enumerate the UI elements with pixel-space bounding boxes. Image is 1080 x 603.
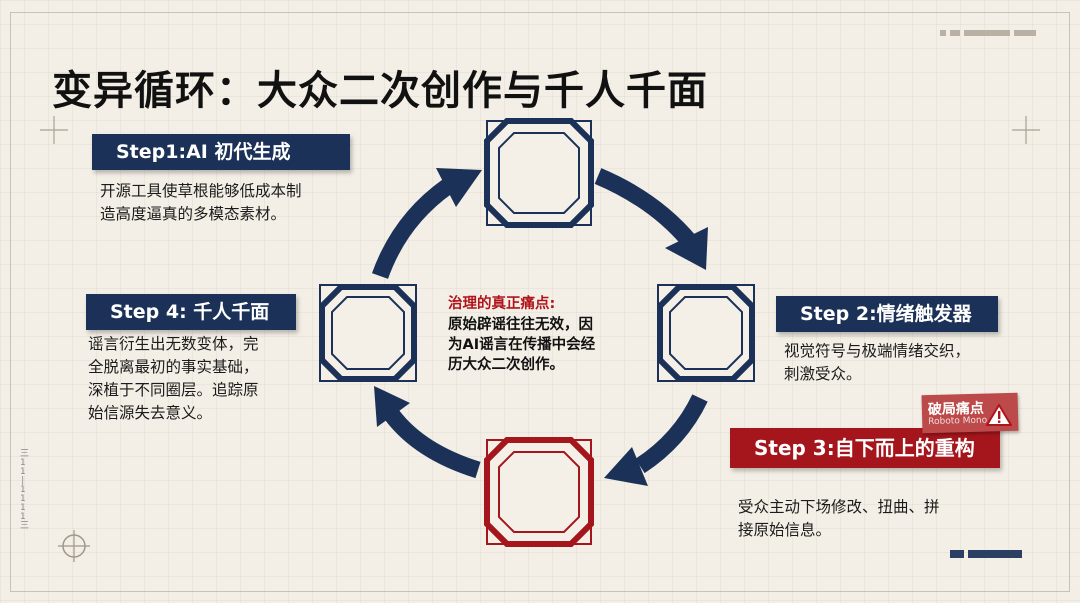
octagon-node-icon <box>487 121 591 225</box>
cycle-arrow-icon <box>604 394 708 486</box>
warning-icon <box>986 404 1012 426</box>
crosshair-icon <box>58 530 90 562</box>
step4-description: 谣言衍生出无数变体，完 全脱离最初的事实基础， 深植于不同圈层。追踪原 始信源失… <box>88 335 259 422</box>
cycle-arrow-icon <box>374 386 481 479</box>
step1-label: Step1:AI 初代生成 <box>92 134 350 170</box>
corner-plus-icon <box>1012 116 1040 144</box>
bottom-right-bars-icon <box>950 550 1022 558</box>
corner-plus-icon <box>40 116 68 144</box>
center-note: 治理的真正痛点: 原始辟谣往往无效，因 为AI谣言在传播中会经 历大众二次创作。 <box>448 296 596 373</box>
step1-description: 开源工具使草根能够低成本制 造高度逼真的多模态素材。 <box>100 182 302 223</box>
step3-description: 受众主动下场修改、扭曲、拼 接原始信息。 <box>738 498 940 539</box>
step2-label: Step 2:情绪触发器 <box>776 296 998 332</box>
step4-label: Step 4: 千人千面 <box>86 294 296 330</box>
step3-label: Step 3:自下而上的重构 <box>730 428 1000 468</box>
octagon-node-icon <box>319 284 417 382</box>
slide-title: 变异循环：大众二次创作与千人千面 <box>52 68 708 114</box>
top-right-bars-icon <box>940 30 1036 36</box>
step2-description: 视觉符号与极端情绪交织， 刺激受众。 <box>784 342 971 383</box>
octagon-node-icon <box>657 284 755 382</box>
cycle-arrow-icon <box>594 168 708 270</box>
octagon-node-icon <box>487 440 591 544</box>
cycle-arrow-icon <box>371 168 482 279</box>
side-deco-text: 三11|1111三 <box>20 449 30 531</box>
